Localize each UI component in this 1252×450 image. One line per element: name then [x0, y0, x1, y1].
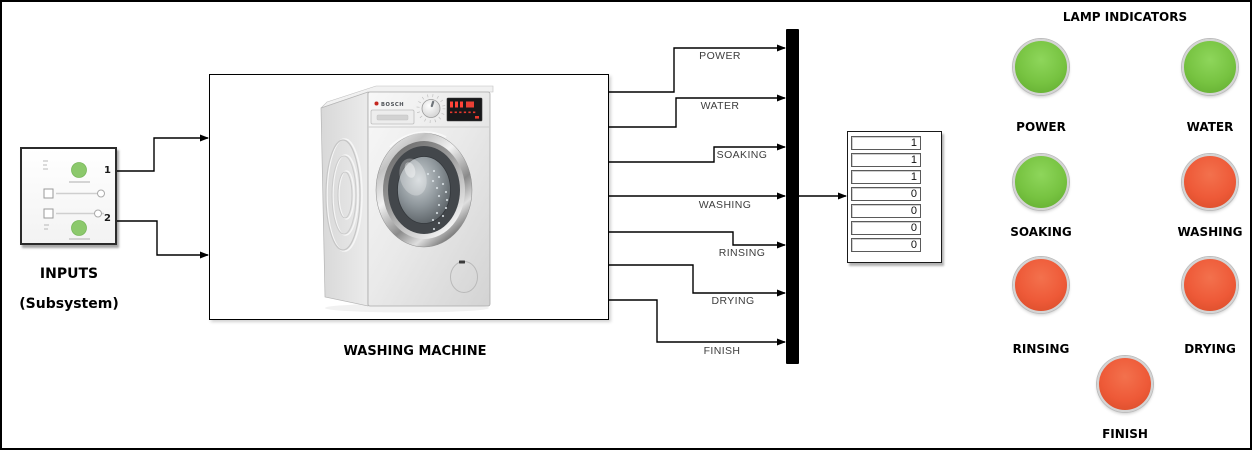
- wire-finish[interactable]: [609, 299, 786, 346]
- lamp-power[interactable]: [1013, 39, 1069, 95]
- output-port-2-label: 2: [104, 213, 111, 224]
- lamp-indicators-title: LAMP INDICATORS: [1062, 10, 1188, 24]
- wire-drying[interactable]: [609, 264, 786, 297]
- mux-block[interactable]: [786, 29, 799, 364]
- display-value-soaking: 1: [851, 170, 921, 184]
- lamp-label-drying: DRYING: [1184, 342, 1236, 356]
- bosch-logo-icon: [374, 101, 379, 106]
- display-block[interactable]: 1 1 1 0 0 0 0: [847, 131, 942, 263]
- wire-power[interactable]: [609, 44, 786, 93]
- preview-checkbox-2: [43, 208, 54, 219]
- preview-lamp-1: [71, 162, 87, 178]
- wire-water[interactable]: [609, 94, 786, 128]
- signal-label-washing: WASHING: [698, 199, 752, 211]
- inputs-block-type: (Subsystem): [19, 296, 119, 312]
- inputs-preview: [43, 160, 105, 240]
- signal-label-soaking: SOAKING: [716, 149, 768, 161]
- lamp-water[interactable]: [1182, 39, 1238, 95]
- washing-machine-block[interactable]: BOSCH: [209, 74, 609, 320]
- preview-lamp-2: [71, 220, 87, 236]
- signal-label-rinsing: RINSING: [718, 247, 766, 259]
- signal-label-water: WATER: [700, 100, 740, 112]
- washer-brand-text: BOSCH: [381, 102, 404, 108]
- preview-slider-knob-1: [97, 189, 105, 198]
- signal-label-finish: FINISH: [703, 345, 741, 357]
- display-value-water: 1: [851, 153, 921, 167]
- lamp-label-water: WATER: [1186, 120, 1234, 134]
- lamp-finish[interactable]: [1097, 356, 1153, 412]
- lamp-label-finish: FINISH: [1102, 427, 1148, 441]
- display-value-power: 1: [851, 136, 921, 150]
- inputs-block-name: INPUTS: [39, 266, 99, 282]
- output-port-1-label: 1: [104, 165, 111, 176]
- display-value-drying: 0: [851, 221, 921, 235]
- display-value-washing: 0: [851, 187, 921, 201]
- lamp-drying[interactable]: [1182, 257, 1238, 313]
- door-glass: [397, 156, 451, 224]
- lamp-label-soaking: SOAKING: [1010, 225, 1072, 239]
- lamp-label-power: POWER: [1016, 120, 1066, 134]
- preview-checkbox-1: [43, 188, 54, 199]
- wire-input-1[interactable]: [117, 134, 209, 172]
- lamp-washing[interactable]: [1182, 154, 1238, 210]
- preview-slider-knob-2: [94, 209, 102, 218]
- lamp-rinsing[interactable]: [1013, 257, 1069, 313]
- lamp-soaking[interactable]: [1013, 154, 1069, 210]
- lamp-label-rinsing: RINSING: [1012, 342, 1070, 356]
- program-dial: [421, 99, 441, 118]
- washing-machine-block-name: WASHING MACHINE: [343, 344, 487, 359]
- washing-machine-image: BOSCH: [320, 85, 494, 313]
- signal-label-power: POWER: [699, 50, 741, 62]
- display-value-finish: 0: [851, 238, 921, 252]
- lamp-label-washing: WASHING: [1177, 225, 1243, 239]
- signal-label-drying: DRYING: [711, 295, 755, 307]
- display-value-rinsing: 0: [851, 204, 921, 218]
- wire-soaking[interactable]: [609, 143, 786, 163]
- wire-rinsing[interactable]: [609, 231, 786, 249]
- wire-input-2[interactable]: [117, 220, 209, 259]
- inputs-subsystem-block[interactable]: 1 2: [20, 147, 117, 245]
